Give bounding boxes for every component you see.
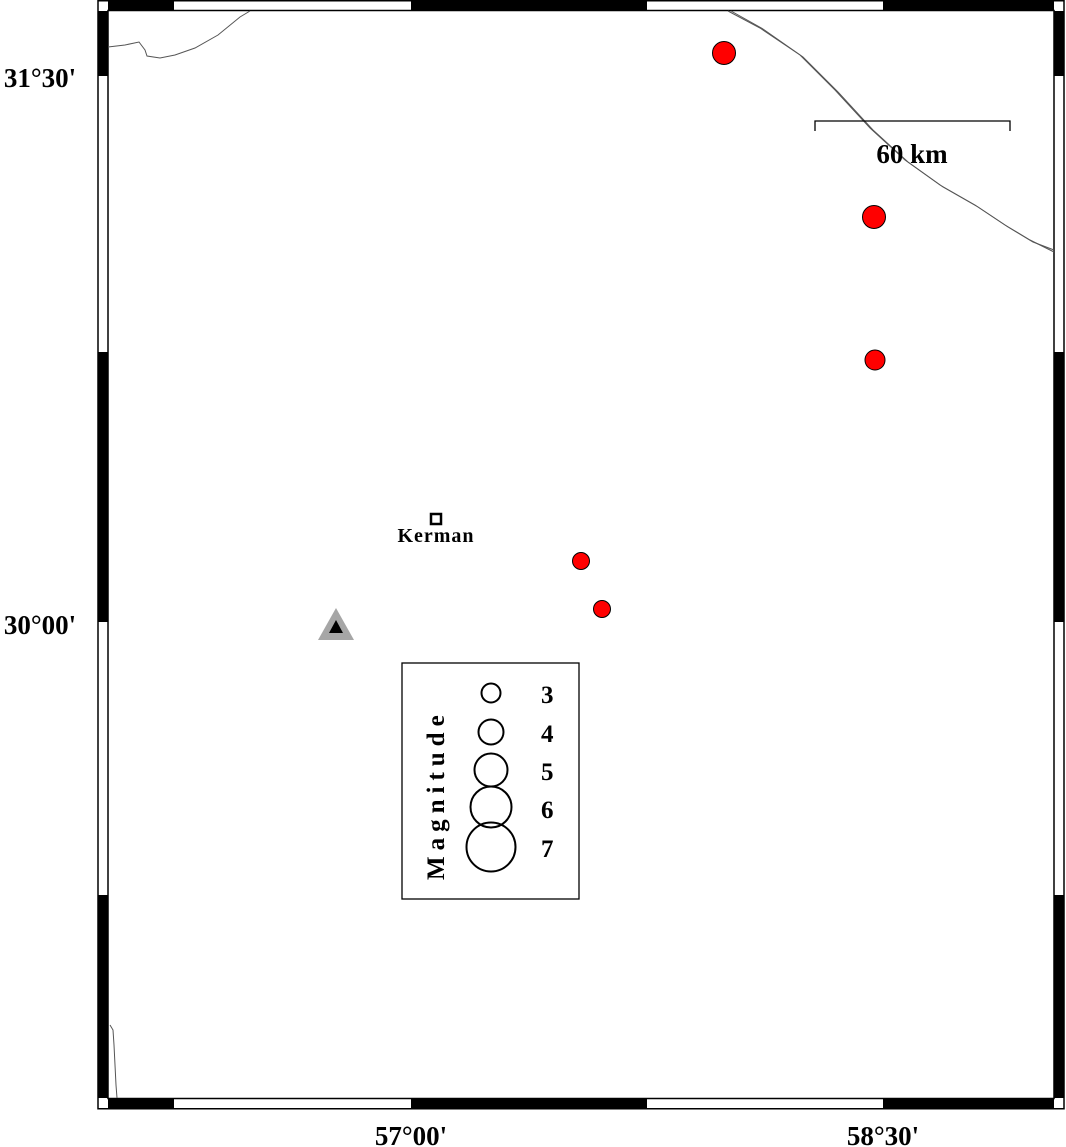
lat-label-30-00: 30°00' <box>4 610 76 640</box>
lon-label-57-00: 57°00' <box>375 1121 447 1147</box>
lat-label-31-30: 31°30' <box>4 63 76 93</box>
boundary-lines <box>107 10 1055 1099</box>
earthquake-event <box>593 600 611 618</box>
city-square-marker <box>429 512 443 526</box>
earthquake-event <box>864 349 886 371</box>
legend-value-5: 5 <box>541 759 554 786</box>
legend-circle-7 <box>465 821 517 873</box>
legend-value-6: 6 <box>541 797 554 824</box>
lon-label-58-30: 58°30' <box>847 1121 919 1147</box>
boundary-line-north-west <box>107 10 251 59</box>
scale-bar-label: 60 km <box>876 139 948 169</box>
earthquake-event <box>862 205 886 229</box>
frame-left-segments <box>98 11 108 1098</box>
scale-bar: 60 km <box>814 120 1011 169</box>
frame-right-segments <box>1054 11 1064 1098</box>
city-label: Kerman <box>397 525 474 547</box>
frame-top-segments <box>108 1 1054 11</box>
station-marker <box>318 608 354 640</box>
legend-circle-6 <box>469 785 513 829</box>
legend-circle-3 <box>480 682 502 704</box>
legend-circle-4 <box>477 718 505 746</box>
legend-value-7: 7 <box>541 836 554 863</box>
station-triangle-inner <box>329 620 343 633</box>
boundary-line-south-west <box>109 1024 118 1099</box>
legend-value-4: 4 <box>541 721 554 748</box>
earthquake-event <box>712 41 736 65</box>
earthquake-event <box>572 552 590 570</box>
magnitude-legend: Magnitude 3 4 5 6 7 <box>401 662 580 900</box>
earthquake-events <box>572 41 886 618</box>
city-kerman: Kerman <box>397 512 474 547</box>
frame-bottom-segments <box>108 1098 1054 1108</box>
legend-value-3: 3 <box>541 682 554 709</box>
boundary-line-north-east-b <box>730 10 1055 251</box>
legend-title: Magnitude <box>423 709 450 880</box>
